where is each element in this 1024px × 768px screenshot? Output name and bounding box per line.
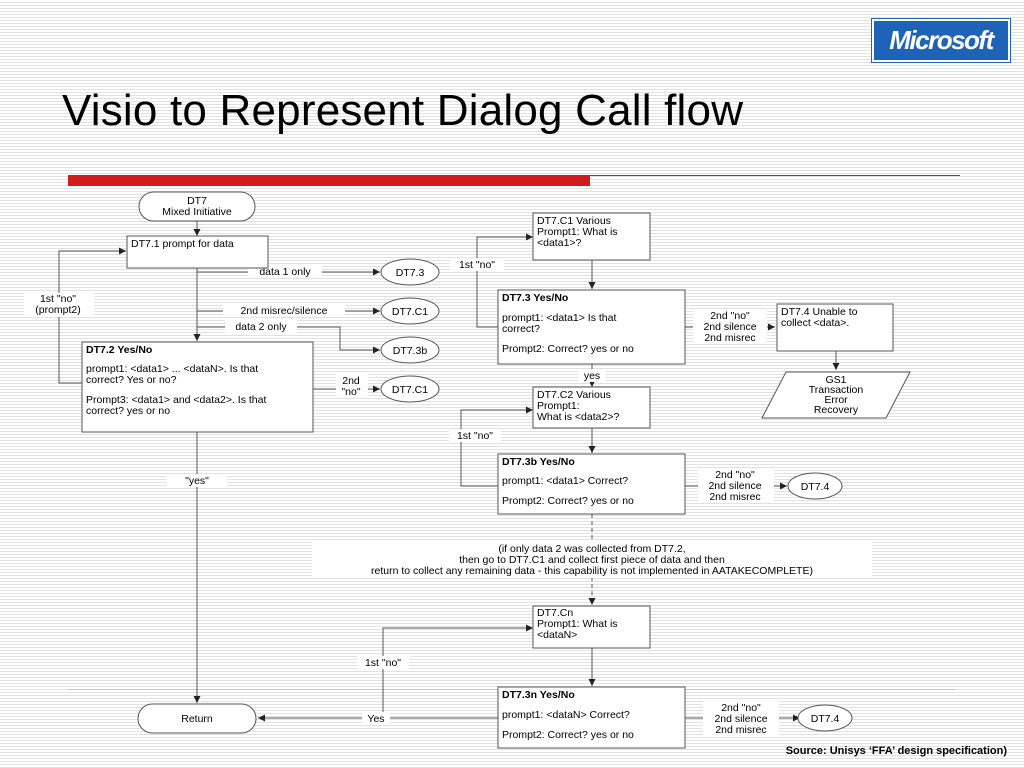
edge-label-dt73b-fail-l2: 2nd silence bbox=[708, 480, 761, 492]
node-dt73b-yes-no: DT7.3b Yes/No prompt1: <data1> Correct? … bbox=[497, 453, 686, 515]
node-dt74-terminal-a-label: DT7.4 bbox=[801, 481, 830, 493]
node-dt74-line2: collect <data>. bbox=[781, 317, 849, 329]
node-dt7c2-line1: DT7.C2 Various bbox=[537, 389, 611, 401]
node-dt7cn-line3: <dataN> bbox=[537, 629, 577, 641]
edge-label-yes: yes bbox=[584, 370, 600, 382]
title-underline-thin bbox=[590, 175, 960, 176]
slide-title: Visio to Represent Dialog Call flow bbox=[62, 86, 744, 135]
node-dt71-line1: DT7.1 prompt for data bbox=[131, 238, 234, 250]
node-dt7-line2: Mixed Initiative bbox=[162, 206, 232, 218]
edge-label-first-no-prompt2-l1: 1st "no" bbox=[40, 293, 76, 305]
node-dt7c1-line2: Prompt1: What is bbox=[537, 226, 618, 238]
node-dt73n-yes-no: DT7.3n Yes/No prompt1: <dataN> Correct? … bbox=[497, 686, 686, 749]
node-dt73-terminal-label: DT7.3 bbox=[396, 267, 425, 279]
node-dt73b-line2: Prompt2: Correct? yes or no bbox=[502, 495, 634, 507]
node-dt74-terminal-a: DT7.4 bbox=[787, 472, 843, 500]
node-dt7c1-various: DT7.C1 Various Prompt1: What is <data1>? bbox=[532, 212, 651, 261]
node-gs1-recovery: GS1 Transaction Error Recovery bbox=[761, 371, 911, 419]
edge-label-second-no-l2: "no" bbox=[341, 386, 360, 398]
node-dt73b-terminal: DT7.3b bbox=[380, 336, 440, 364]
node-dt71-prompt: DT7.1 prompt for data bbox=[126, 235, 269, 269]
edge-label-yes-quoted: "yes" bbox=[185, 475, 209, 487]
node-dt73-yes-no: DT7.3 Yes/No prompt1: <data1> Is that co… bbox=[497, 289, 686, 365]
node-dt73b-terminal-label: DT7.3b bbox=[393, 345, 428, 357]
edge-label-yes-cap: Yes bbox=[367, 713, 384, 725]
edge-label-first-no-b: 1st "no" bbox=[457, 430, 493, 442]
edge-label-dt73n-fail-l2: 2nd silence bbox=[714, 713, 767, 725]
node-dt7cn-line1: DT7.Cn bbox=[537, 607, 573, 619]
node-dt74-terminal-b-label: DT7.4 bbox=[811, 713, 840, 725]
node-dt7c2-various: DT7.C2 Various Prompt1: What is <data2>? bbox=[532, 386, 651, 429]
node-dt7cn: DT7.Cn Prompt1: What is <dataN> bbox=[532, 605, 651, 649]
node-dt73n-head: DT7.3n Yes/No bbox=[502, 689, 575, 701]
edge-dt73n-retry-to-dt7cn bbox=[382, 624, 533, 719]
node-dt73b-line1: prompt1: <data1> Correct? bbox=[502, 475, 628, 487]
node-dt74-unable: DT7.4 Unable to collect <data>. bbox=[776, 303, 894, 352]
node-dt7-line1: DT7 bbox=[187, 195, 207, 207]
edge-label-dt73-fail-l3: 2nd misrec bbox=[704, 332, 755, 344]
node-dt72-line1: prompt1: <data1> ... <dataN>. Is that bbox=[86, 363, 258, 375]
node-dt72-line2: correct? Yes or no? bbox=[86, 374, 177, 386]
edge-label-dt73b-fail-l3: 2nd misrec bbox=[709, 491, 760, 503]
node-dt7c1-terminal-a-label: DT7.C1 bbox=[392, 306, 428, 318]
node-dt73-terminal: DT7.3 bbox=[380, 258, 440, 286]
node-dt72-yes-no: DT7.2 Yes/No prompt1: <data1> ... <dataN… bbox=[81, 341, 314, 433]
node-dt73-head: DT7.3 Yes/No bbox=[502, 292, 568, 304]
microsoft-logo: Microsoft bbox=[871, 18, 1011, 63]
node-gs1-line3: Error bbox=[824, 394, 848, 406]
node-dt72-head: DT7.2 Yes/No bbox=[86, 344, 152, 356]
note-line2: then go to DT7.C1 and collect first piec… bbox=[459, 554, 725, 566]
node-dt73-line3: Prompt2: Correct? yes or no bbox=[502, 343, 634, 355]
node-gs1-line1: GS1 bbox=[825, 374, 846, 386]
edge-label-dt73n-fail-l1: 2nd "no" bbox=[721, 702, 761, 714]
edge-label-dt73-fail-l1: 2nd "no" bbox=[710, 310, 750, 322]
node-dt73-line2: correct? bbox=[502, 323, 540, 335]
node-dt74-line1: DT7.4 Unable to bbox=[781, 306, 858, 318]
edge-label-dt73b-fail-l1: 2nd "no" bbox=[715, 469, 755, 481]
edge-label-data2-only: data 2 only bbox=[235, 321, 287, 333]
node-dt7c2-line3: What is <data2>? bbox=[537, 411, 619, 423]
node-dt73-line1: prompt1: <data1> Is that bbox=[502, 312, 616, 324]
node-dt7c1-line1: DT7.C1 Various bbox=[537, 215, 611, 227]
node-dt7c1-terminal-b-label: DT7.C1 bbox=[392, 384, 428, 396]
note-line1: (if only data 2 was collected from DT7.2… bbox=[498, 543, 685, 555]
node-dt7c1-terminal-b: DT7.C1 bbox=[380, 375, 440, 403]
edge-label-second-no-l1: 2nd bbox=[342, 375, 360, 387]
node-dt7c2-line2: Prompt1: bbox=[537, 400, 580, 412]
edge-label-first-no-c: 1st "no" bbox=[365, 657, 401, 669]
node-gs1-line2: Transaction bbox=[809, 384, 864, 396]
node-dt72-line3: Prompt3: <data1> and <data2>. Is that bbox=[86, 394, 266, 406]
note-data2-only: (if only data 2 was collected from DT7.2… bbox=[312, 542, 872, 578]
node-return: Return bbox=[137, 703, 257, 734]
edge-label-dt73-fail-l2: 2nd silence bbox=[703, 321, 756, 333]
node-dt73n-line1: prompt1: <dataN> Correct? bbox=[502, 709, 630, 721]
edge-label-data1-only: data 1 only bbox=[259, 266, 311, 278]
node-dt7c1-terminal-a: DT7.C1 bbox=[380, 297, 440, 325]
edge-label-first-no-prompt2-l2: (prompt2) bbox=[35, 304, 81, 316]
node-dt7-mixed-initiative: DT7 Mixed Initiative bbox=[138, 191, 256, 222]
title-underline-red bbox=[68, 175, 590, 186]
node-dt7cn-line2: Prompt1: What is bbox=[537, 618, 618, 630]
source-note: Source: Unisys ‘FFA’ design specificatio… bbox=[785, 745, 1007, 757]
edge-label-misrec-silence: 2nd misrec/silence bbox=[241, 305, 328, 317]
note-line3: return to collect any remaining data - t… bbox=[371, 565, 813, 577]
edge-label-dt73n-fail-l3: 2nd misrec bbox=[715, 724, 766, 736]
edge-label-first-no-a: 1st "no" bbox=[459, 259, 495, 271]
node-dt74-terminal-b: DT7.4 bbox=[797, 704, 853, 732]
node-dt73b-head: DT7.3b Yes/No bbox=[502, 456, 575, 468]
node-gs1-line4: Recovery bbox=[814, 404, 859, 416]
edge-dt73-retry-to-dt7c1 bbox=[476, 233, 533, 328]
node-dt72-line4: correct? yes or no bbox=[86, 405, 170, 417]
edge-dt73b-retry-to-dt7c2 bbox=[460, 406, 533, 487]
node-return-label: Return bbox=[181, 713, 213, 725]
node-dt73n-line2: Prompt2: Correct? yes or no bbox=[502, 729, 634, 741]
node-dt7c1-line3: <data1>? bbox=[537, 237, 582, 249]
